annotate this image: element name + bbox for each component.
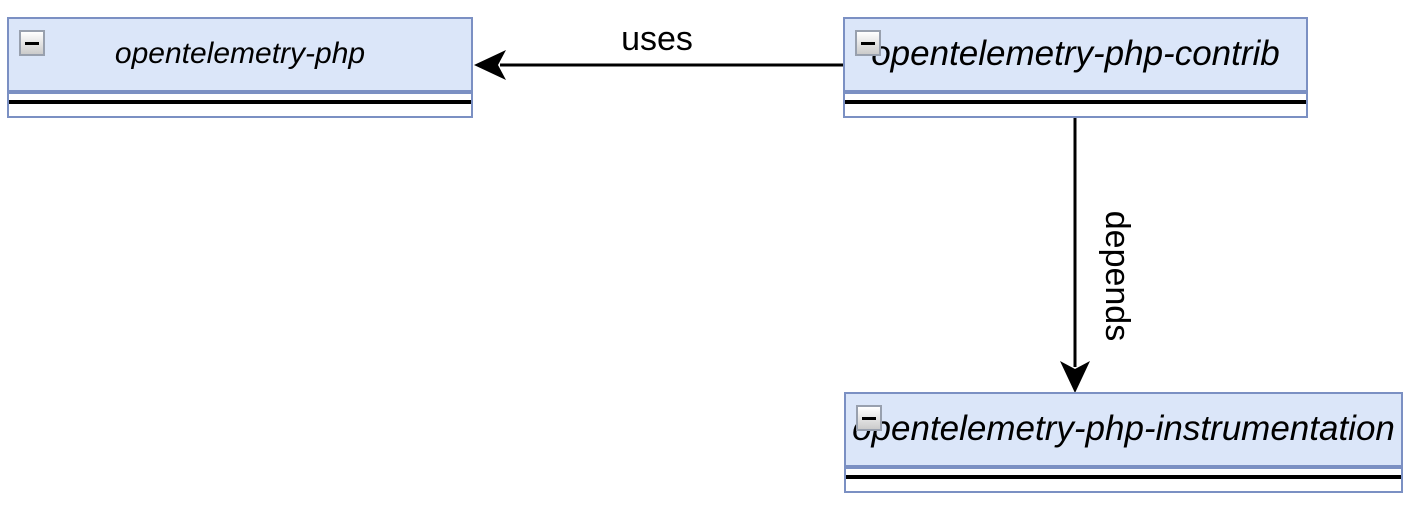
package-label: opentelemetry-php-contrib bbox=[871, 34, 1280, 74]
package-compartment bbox=[844, 467, 1403, 493]
package-opentelemetry-php-contrib[interactable]: opentelemetry-php-contrib bbox=[843, 17, 1308, 118]
compartment-divider-line bbox=[846, 475, 1401, 479]
depends-arrowhead-icon bbox=[1060, 361, 1090, 393]
package-label: opentelemetry-php bbox=[114, 37, 366, 71]
collapse-minus-button[interactable] bbox=[856, 405, 882, 431]
package-header: opentelemetry-php bbox=[7, 17, 473, 92]
package-header: opentelemetry-php-instrumentation bbox=[844, 392, 1403, 467]
edge-label-depends: depends bbox=[1098, 210, 1136, 342]
collapse-minus-button[interactable] bbox=[855, 30, 881, 56]
depends-arrow bbox=[1060, 118, 1090, 393]
compartment-divider-line bbox=[9, 100, 471, 104]
package-compartment bbox=[843, 92, 1308, 118]
package-opentelemetry-php-instrumentation[interactable]: opentelemetry-php-instrumentation bbox=[844, 392, 1403, 493]
minus-icon bbox=[25, 41, 39, 45]
package-header: opentelemetry-php-contrib bbox=[843, 17, 1308, 92]
minus-icon bbox=[861, 41, 875, 45]
compartment-divider-line bbox=[845, 100, 1306, 104]
uses-arrow bbox=[474, 50, 843, 80]
package-opentelemetry-php[interactable]: opentelemetry-php bbox=[7, 17, 473, 118]
package-label: opentelemetry-php-instrumentation bbox=[852, 409, 1395, 449]
package-compartment bbox=[7, 92, 473, 118]
collapse-minus-button[interactable] bbox=[19, 30, 45, 56]
uses-arrowhead-icon bbox=[474, 50, 506, 80]
edge-label-uses: uses bbox=[621, 20, 693, 58]
minus-icon bbox=[862, 416, 876, 420]
